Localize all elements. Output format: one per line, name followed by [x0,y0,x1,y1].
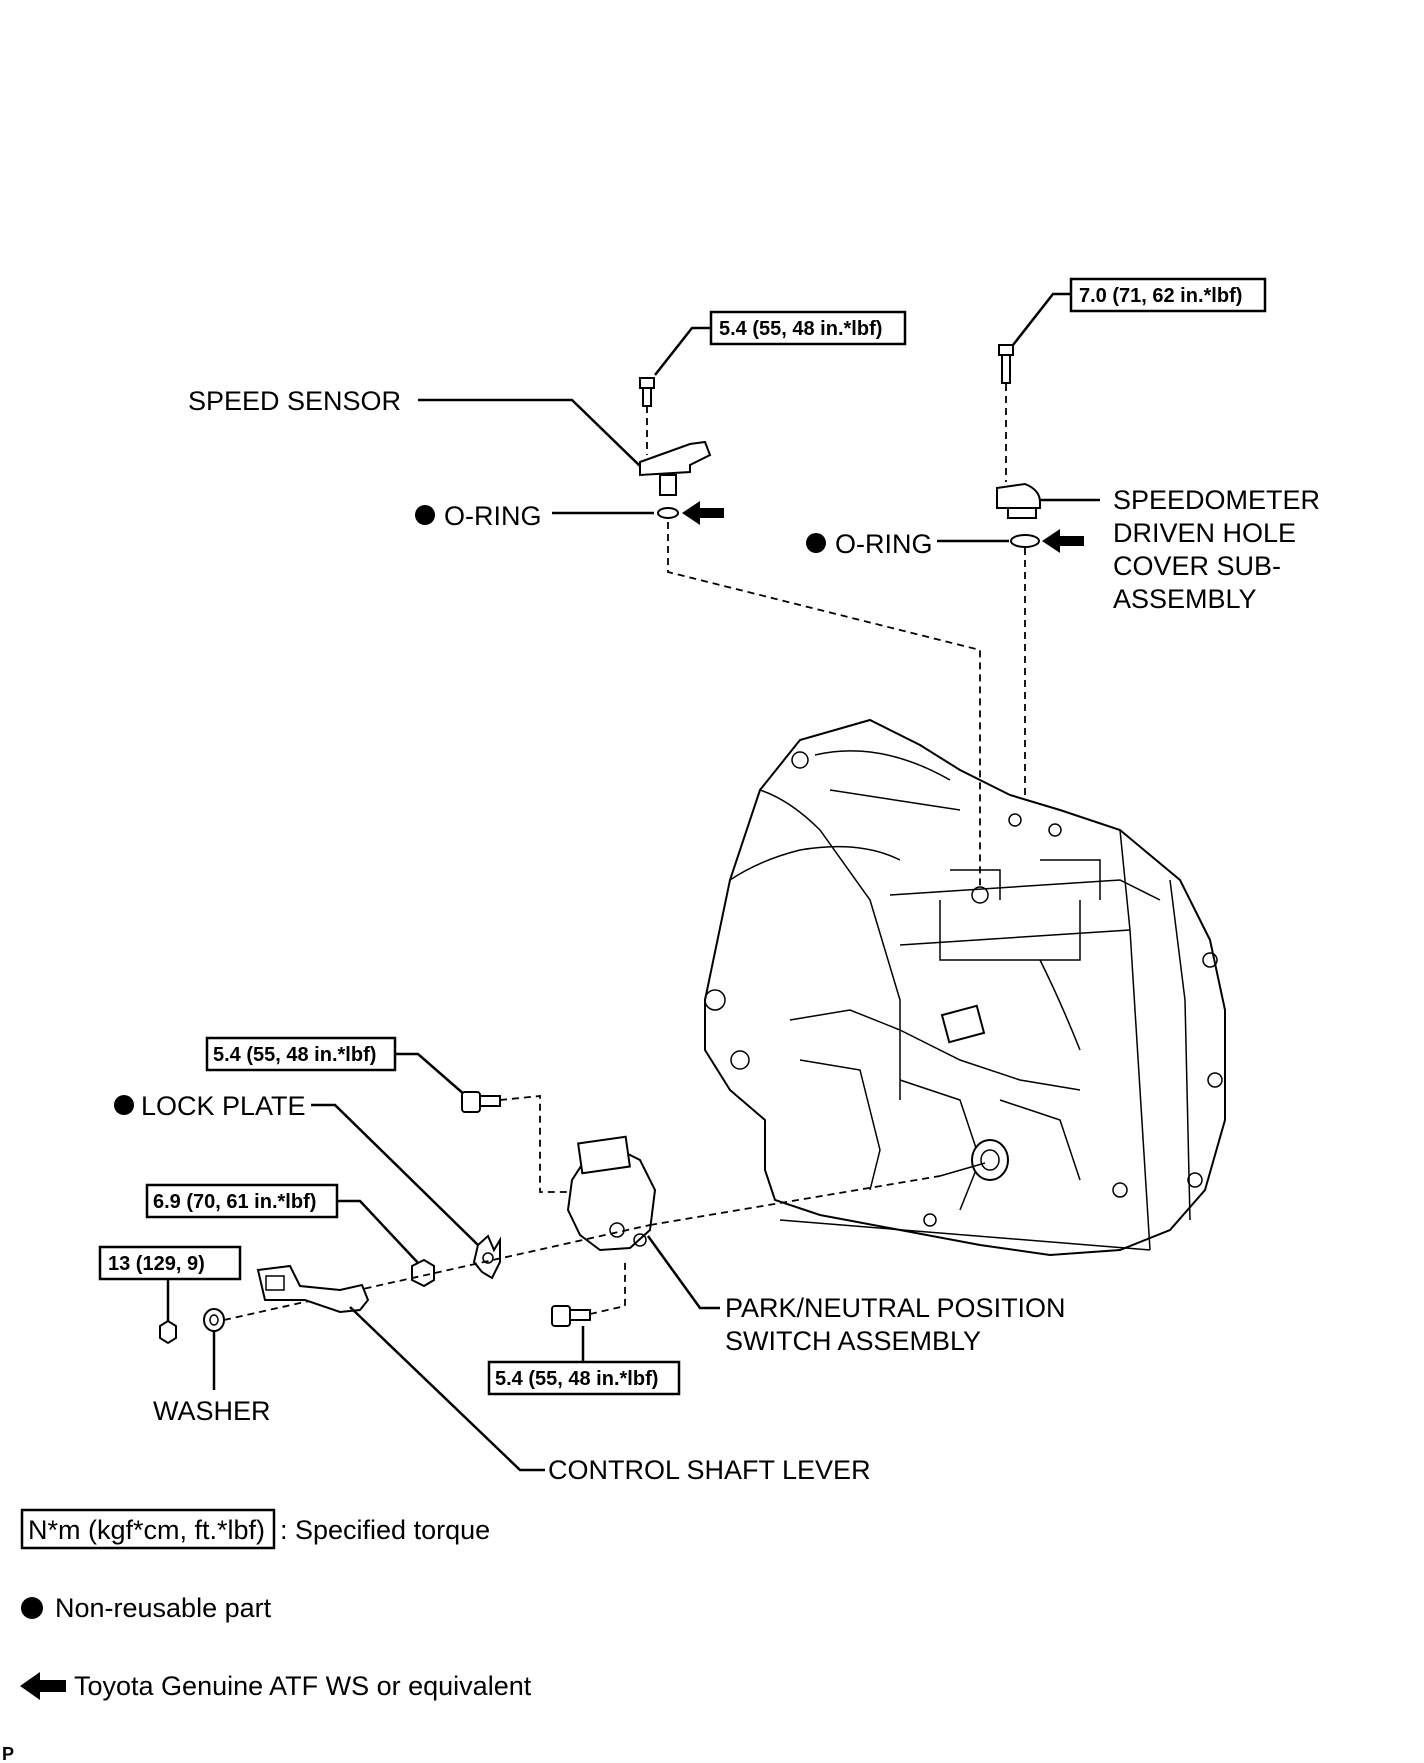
lock-plate [472,1234,501,1280]
torque-box-switch-upper [205,1036,397,1072]
torque-speed-sensor-bolt: 5.4 (55, 48 in.*lbf) [719,318,882,340]
torque-box-switch-lower [487,1360,681,1396]
lever-nut [159,1319,177,1345]
non-reusable-icon [21,1597,43,1619]
switch-nut [411,1258,435,1288]
switch-bolt-lower [551,1305,591,1327]
leader-line [1012,292,1071,346]
speed-sensor [639,440,712,496]
speedometer-label-line4: ASSEMBLY [1113,584,1257,614]
washer-label: WASHER [153,1396,271,1426]
washer [203,1308,225,1332]
legend-torque-desc: : Specified torque [280,1515,490,1545]
non-reusable-icon [806,533,826,553]
speed-sensor-bolt [639,377,655,407]
park-neutral-switch [566,1135,657,1252]
speedometer-bolt [998,344,1014,384]
atf-arrow-icon [1042,529,1084,553]
torque-switch-bolt-upper: 5.4 (55, 48 in.*lbf) [213,1044,376,1066]
speedometer-label-line2: DRIVEN HOLE [1113,518,1296,548]
lock-plate-label: LOCK PLATE [141,1091,306,1121]
control-shaft-lever-label: CONTROL SHAFT LEVER [548,1455,871,1485]
atf-arrow-icon [682,501,724,525]
legend-torque-unit: N*m (kgf*cm, ft.*lbf) [28,1515,265,1545]
atf-arrow-icon [20,1672,66,1700]
control-shaft-lever [256,1264,370,1314]
legend-non-reusable: Non-reusable part [55,1593,272,1623]
transmission-housing [704,718,1226,1257]
park-neutral-label-line1: PARK/NEUTRAL POSITION [725,1293,1066,1323]
o-ring-speed-sensor [657,507,679,519]
torque-lever-nut: 13 (129, 9) [108,1253,205,1275]
non-reusable-icon [114,1095,134,1115]
legend: N*m (kgf*cm, ft.*lbf) : Specified torque… [2,1508,532,1763]
o-ring-speedometer [1010,534,1040,548]
switch-bolt-upper [461,1091,501,1113]
o-ring-label-2: O-RING [835,529,933,559]
leader-line [337,1199,421,1266]
torque-box-switch-nut [145,1183,339,1219]
leader-line [349,1306,545,1472]
leader-line [311,1103,479,1246]
speedometer-label-line3: COVER SUB- [1113,551,1281,581]
speed-sensor-group: 5.4 (55, 48 in.*lbf) SPEED SENSOR O-RING [188,310,981,890]
o-ring-label-1: O-RING [444,501,542,531]
speedometer-cover [996,482,1041,519]
legend-torque-box [20,1508,276,1550]
leader-line [646,1235,720,1310]
torque-switch-bolt-lower: 5.4 (55, 48 in.*lbf) [495,1368,658,1390]
torque-box-lever-nut [98,1245,242,1281]
speedometer-label-line1: SPEEDOMETER [1113,485,1320,515]
speed-sensor-label: SPEED SENSOR [188,386,401,416]
torque-speedometer-bolt: 7.0 (71, 62 in.*lbf) [1079,285,1242,307]
non-reusable-icon [415,505,435,525]
torque-switch-nut: 6.9 (70, 61 in.*lbf) [153,1191,316,1213]
leader-line [418,398,641,467]
speedometer-cover-group: 7.0 (71, 62 in.*lbf) SPEEDOMETER DRIVEN … [806,277,1320,800]
park-neutral-switch-group: 5.4 (55, 48 in.*lbf) LOCK PLATE 6.9 (70,… [98,1036,1066,1485]
footer-code: P [2,1744,14,1763]
park-neutral-label-line2: SWITCH ASSEMBLY [725,1326,981,1356]
leader-line [395,1052,466,1096]
legend-atf: Toyota Genuine ATF WS or equivalent [74,1671,532,1701]
leader-line [654,326,711,376]
